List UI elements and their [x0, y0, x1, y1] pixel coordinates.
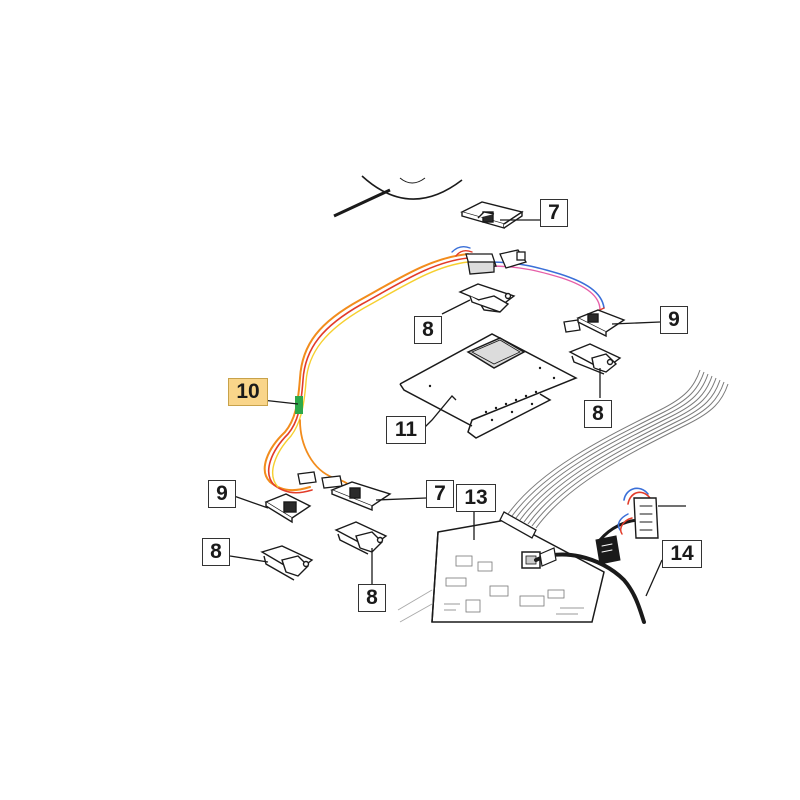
part-9-left[interactable]	[264, 493, 312, 524]
callout-10-highlighted[interactable]: 10	[228, 378, 268, 406]
ribbon-cable[interactable]	[499, 369, 729, 539]
callout-8-lower-left[interactable]: 8	[202, 538, 230, 566]
callout-8-upper[interactable]: 8	[414, 316, 442, 344]
callout-9-left[interactable]: 9	[208, 480, 236, 508]
leader-lines	[229, 219, 686, 597]
part-8-lower-middle[interactable]	[334, 521, 388, 555]
part-7-top[interactable]	[460, 201, 524, 229]
part-13-circuit-board[interactable]	[397, 519, 605, 623]
part-8-upper[interactable]	[458, 283, 516, 313]
callout-8-lower-middle[interactable]: 8	[358, 584, 386, 612]
callout-14[interactable]: 14	[662, 540, 702, 568]
part-11-plate[interactable]	[399, 333, 578, 439]
wiring-harness[interactable]	[263, 245, 605, 494]
callout-11[interactable]: 11	[386, 416, 426, 444]
top-partial-part	[333, 175, 463, 218]
harness-connectors	[297, 249, 581, 489]
part-14-cable-assembly[interactable]	[534, 487, 659, 624]
part-7-middle[interactable]	[330, 481, 392, 512]
part-8-right[interactable]	[568, 343, 622, 375]
callout-9-right[interactable]: 9	[660, 306, 688, 334]
callout-8-right[interactable]: 8	[584, 400, 612, 428]
callout-7-top[interactable]: 7	[540, 199, 568, 227]
callout-13[interactable]: 13	[456, 484, 496, 512]
part-8-lower-left[interactable]	[260, 545, 314, 581]
callout-7-middle[interactable]: 7	[426, 480, 454, 508]
part-9-right[interactable]	[576, 309, 626, 338]
